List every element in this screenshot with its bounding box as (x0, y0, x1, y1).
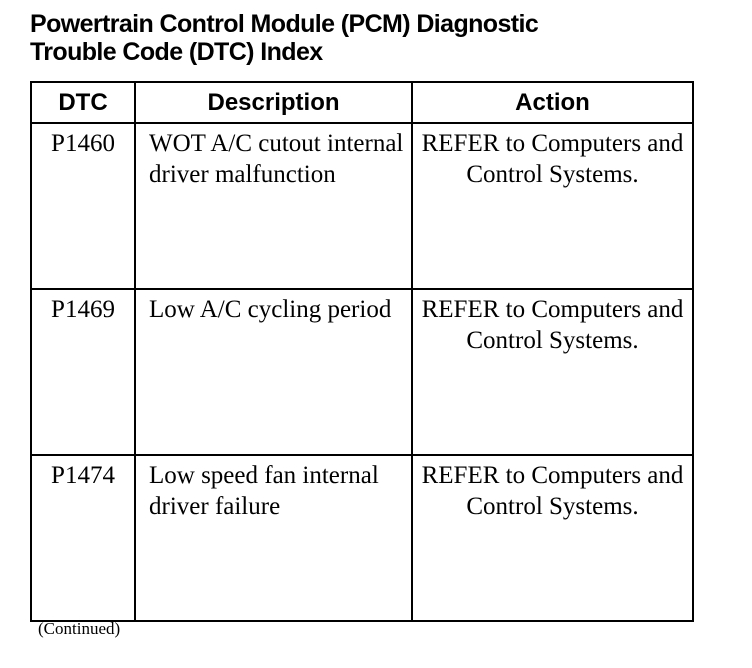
dtc-code-cell: P1469 (30, 288, 136, 456)
dtc-code-cell: P1460 (30, 122, 136, 290)
column-header-dtc: DTC (30, 81, 136, 124)
title-line-2: Trouble Code (DTC) Index (30, 38, 323, 66)
action-cell: REFER to Computers and Control Systems. (411, 122, 694, 290)
column-header-description: Description (134, 81, 413, 124)
title-line-1: Powertrain Control Module (PCM) Diagnost… (30, 10, 539, 38)
table-row: P1460 WOT A/C cutout internal driver mal… (30, 122, 694, 290)
dtc-index-table: DTC Description Action P1460 WOT A/C cut… (30, 81, 694, 622)
action-cell: REFER to Computers and Control Systems. (411, 454, 694, 622)
column-header-action: Action (411, 81, 694, 124)
table-row: P1469 Low A/C cycling period REFER to Co… (30, 288, 694, 456)
description-cell: WOT A/C cutout internal driver malfuncti… (134, 122, 413, 290)
page-title: Powertrain Control Module (PCM) Diagnost… (30, 10, 730, 66)
action-cell: REFER to Computers and Control Systems. (411, 288, 694, 456)
description-cell: Low A/C cycling period (134, 288, 413, 456)
table-row: P1474 Low speed fan internal driver fail… (30, 454, 694, 622)
table-header-row: DTC Description Action (30, 81, 694, 124)
description-cell: Low speed fan internal driver failure (134, 454, 413, 622)
dtc-code-cell: P1474 (30, 454, 136, 622)
continued-note: (Continued) (38, 619, 121, 638)
